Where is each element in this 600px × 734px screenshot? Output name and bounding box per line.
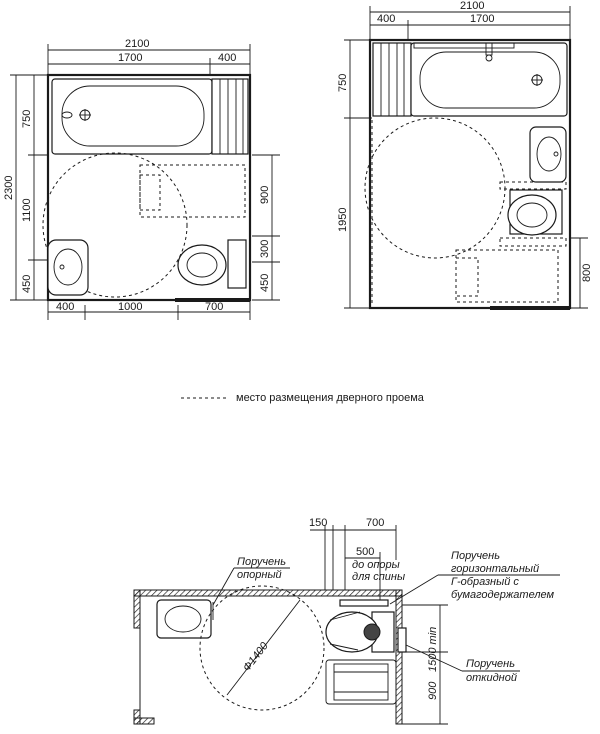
- plan-c-dim-700: 700: [366, 517, 384, 529]
- plan-a-dim-450-right: 450: [259, 274, 271, 292]
- support-rail-label-line-1: Поручень: [237, 556, 286, 568]
- plan-b: 2100 400 1700 750 1950: [337, 0, 593, 310]
- plan-c-dim-1500-min: 1500 min: [427, 627, 439, 672]
- legend-label: место размещения дверного проема: [236, 392, 425, 404]
- plan-a: 2100 1700 400 2300 750 1100 450: [3, 38, 280, 320]
- plan-a-dim-2300: 2300: [3, 176, 15, 200]
- plan-b-dim-1700: 1700: [470, 13, 494, 25]
- plan-a-dim-450-left: 450: [21, 275, 33, 293]
- plan-a-dim-1000: 1000: [118, 301, 142, 313]
- back-support-label-line-2: для спины: [352, 571, 405, 583]
- plan-a-dim-400-bottom: 400: [56, 301, 74, 313]
- horizontal-rail-label-line-4: бумагодержателем: [451, 589, 555, 601]
- back-support-label-line-1: до опоры: [352, 559, 400, 571]
- plan-c-dim-150: 150: [309, 517, 327, 529]
- plan-a-dim-700: 700: [205, 301, 223, 313]
- plan-c: Ф1400 150 700 500 до опоры для спины Пор…: [133, 517, 560, 725]
- plan-b-dim-750: 750: [337, 74, 349, 92]
- plan-a-dim-1700: 1700: [118, 52, 142, 64]
- legend: место размещения дверного проема: [181, 392, 425, 404]
- plan-b-dim-800: 800: [581, 264, 593, 282]
- horizontal-rail-label-line-3: Г-образный с: [451, 576, 519, 588]
- horizontal-rail-label-line-2: горизонтальный: [451, 563, 539, 575]
- plan-b-dim-2100: 2100: [460, 0, 484, 12]
- plan-b-dim-1950: 1950: [337, 208, 349, 232]
- plan-a-dim-2100: 2100: [125, 38, 149, 50]
- plan-a-dim-900: 900: [259, 186, 271, 204]
- folding-rail-label-line-2: откидной: [466, 672, 517, 684]
- plan-a-dim-1100: 1100: [21, 198, 33, 222]
- plan-c-dim-500: 500: [356, 546, 374, 558]
- plan-a-dim-750: 750: [21, 110, 33, 128]
- plan-c-dim-900: 900: [427, 681, 439, 700]
- plan-a-dim-400-top: 400: [218, 52, 236, 64]
- folding-rail-label-line-1: Поручень: [466, 658, 515, 670]
- plan-b-dim-400: 400: [377, 13, 395, 25]
- horizontal-rail-label-line-1: Поручень: [451, 550, 500, 562]
- support-rail-label-line-2: опорный: [237, 569, 282, 581]
- turning-circle-label: Ф1400: [241, 640, 271, 674]
- plan-a-dim-300: 300: [259, 240, 271, 258]
